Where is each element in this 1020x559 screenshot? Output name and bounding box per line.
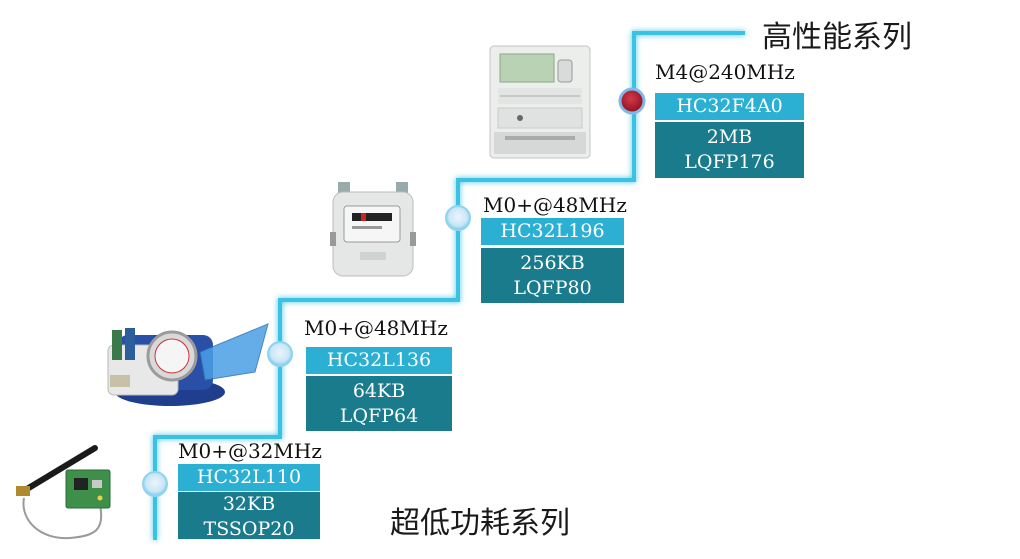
- package-hc32l196: LQFP80: [513, 277, 592, 299]
- node-hc32l110: [142, 471, 168, 497]
- spec-details-hc32l110: 32KB TSSOP20: [178, 492, 320, 540]
- package-hc32l110: TSSOP20: [203, 518, 295, 540]
- memory-hc32f4a0: 2MB: [706, 126, 753, 148]
- part-number-hc32f4a0: HC32F4A0: [655, 93, 804, 120]
- spec-details-hc32f4a0: 2MB LQFP176: [655, 122, 804, 178]
- node-hc32l196: [445, 205, 471, 231]
- node-hc32f4a0: [618, 87, 646, 115]
- high-performance-series-label: 高性能系列: [762, 20, 912, 55]
- package-hc32l136: LQFP64: [339, 405, 419, 427]
- part-number-hc32l196: HC32L196: [481, 218, 624, 245]
- spec-details-hc32l136: 64KB LQFP64: [306, 376, 452, 431]
- spec-details-hc32l196: 256KB LQFP80: [481, 248, 624, 303]
- part-number-hc32l136: HC32L136: [306, 347, 452, 374]
- memory-hc32l110: 32KB: [222, 493, 276, 515]
- memory-hc32l196: 256KB: [520, 252, 585, 274]
- core-spec-hc32l196: M0+@48MHz: [483, 193, 627, 217]
- part-number-hc32l110: HC32L110: [178, 464, 320, 491]
- core-spec-hc32l110: M0+@32MHz: [178, 439, 322, 463]
- memory-hc32l136: 64KB: [352, 380, 406, 402]
- core-spec-hc32f4a0: M4@240MHz: [655, 60, 795, 84]
- low-power-series-label: 超低功耗系列: [390, 506, 570, 541]
- core-spec-hc32l136: M0+@48MHz: [304, 316, 448, 340]
- step-path-line: [153, 31, 745, 540]
- node-hc32l136: [267, 341, 293, 367]
- package-hc32f4a0: LQFP176: [684, 151, 775, 173]
